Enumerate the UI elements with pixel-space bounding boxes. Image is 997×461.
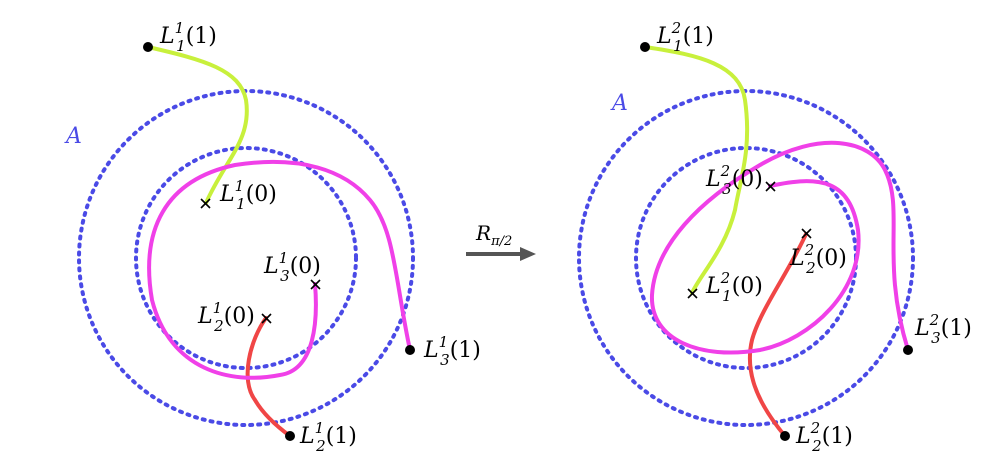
left-cross-l3-0: [310, 279, 321, 290]
arrow-head: [520, 247, 536, 261]
left-endpoint-l3-1: [405, 345, 415, 355]
left-endpoint-l1-1: [143, 42, 153, 52]
arrow-label: Rπ/2: [475, 221, 512, 249]
right-strand-3: [649, 140, 910, 355]
right-cross-l1-0: [687, 288, 698, 299]
left-annulus-label: A: [64, 124, 82, 149]
left-strand-3: [147, 159, 412, 380]
rotation-arrow: Rπ/2: [466, 221, 536, 261]
right-cross-l3-0: [765, 181, 776, 192]
right-outer-circle: [577, 89, 915, 427]
right-cross-l2-0: [801, 228, 812, 239]
left-outer-circle: [77, 89, 415, 427]
left-strand-2: [245, 316, 292, 438]
right-strand-1: [643, 45, 750, 295]
right-endpoint-l2-1: [780, 431, 790, 441]
right-endpoint-l3-1: [903, 345, 913, 355]
right-annulus-label: A: [610, 91, 628, 116]
right-endpoint-l1-1: [640, 42, 650, 52]
right-strand-2: [747, 232, 808, 438]
left-inner-circle: [134, 146, 358, 370]
left-endpoint-l2-1: [285, 431, 295, 441]
left-cross-l1-0: [200, 198, 211, 209]
left-cross-l2-0: [261, 313, 272, 324]
